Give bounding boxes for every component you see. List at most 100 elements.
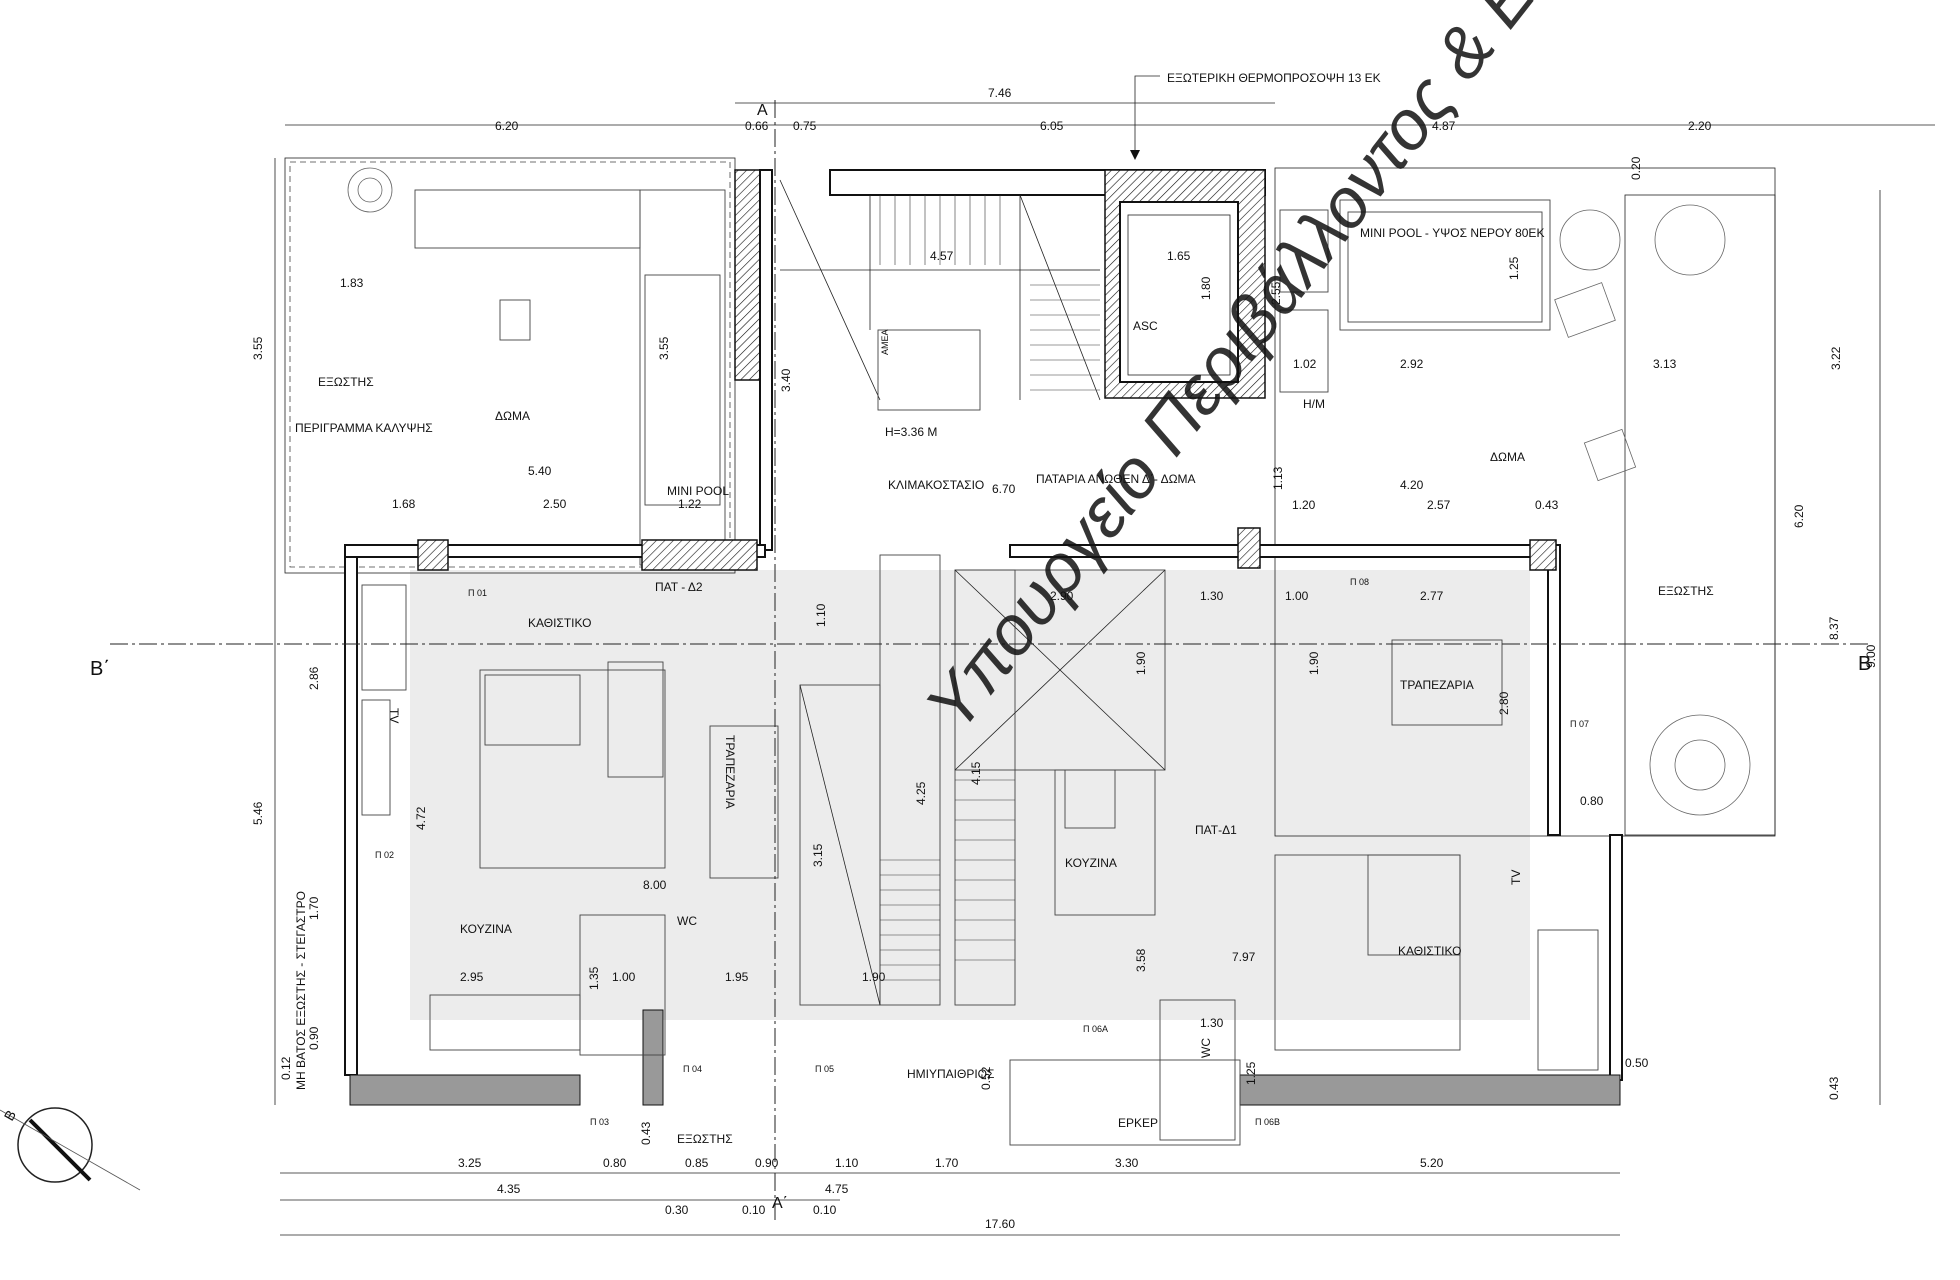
- dim-050: 0.50: [1625, 1056, 1649, 1070]
- dim-746: 7.46: [988, 86, 1012, 100]
- room-exostis-right: ΕΞΩΣΤΗΣ: [1658, 584, 1714, 598]
- note-arrow: [1130, 150, 1140, 160]
- room-tv-right: TV: [1509, 870, 1523, 885]
- room-kathistiko-right: ΚΑΘΙΣΤΙΚΟ: [1398, 944, 1461, 958]
- note-top: ΕΞΩΤΕΡΙΚΗ ΘΕΡΜΟΠΡΟΣΟΨΗ 13 ΕΚ: [1167, 71, 1381, 85]
- room-erker: ΕΡΚΕΡ: [1118, 1116, 1158, 1130]
- bdim-085: 0.85: [685, 1156, 709, 1170]
- stairs-left-edge: [361, 584, 407, 691]
- dim-180: 1.80: [1199, 276, 1213, 300]
- bdim-170: 1.70: [935, 1156, 959, 1170]
- dim-135: 1.35: [587, 966, 601, 990]
- north-label: B: [1, 1107, 20, 1123]
- erker: [1009, 1059, 1241, 1146]
- dim-190a: 1.90: [1134, 651, 1148, 675]
- coffee-table-left: [484, 674, 581, 746]
- tag-p04: Π 04: [683, 1064, 702, 1074]
- wall-stair-left: [759, 169, 773, 551]
- column-1: [734, 169, 764, 381]
- dim-255: 2.55: [1269, 281, 1283, 305]
- dim-170: 1.70: [307, 896, 321, 920]
- dim-100b: 1.00: [612, 970, 636, 984]
- dim-800: 8.00: [643, 878, 667, 892]
- wc-right: [1159, 999, 1236, 1141]
- section-b-prime: B΄: [90, 658, 110, 680]
- sofa-left: [479, 669, 666, 869]
- bdim-030: 0.30: [665, 1203, 689, 1217]
- room-klimakostasio: ΚΛΙΜΑΚΟΣΤΑΣΙΟ: [888, 478, 984, 492]
- dining-table-right: [1391, 639, 1503, 726]
- room-exostis-bottom: ΕΞΩΣΤΗΣ: [677, 1132, 733, 1146]
- bdim-010b: 0.10: [813, 1203, 837, 1217]
- tag-p07: Π 07: [1570, 719, 1589, 729]
- plant-icons: [347, 167, 1751, 816]
- dim-797: 7.97: [1232, 950, 1256, 964]
- dim-190b: 1.90: [1307, 651, 1321, 675]
- room-imiypaithrios: ΗΜΙΥΠΑΙΘΡΙΟΣ: [907, 1067, 994, 1081]
- room-doma-right: ΔΩΜΑ: [1490, 450, 1525, 464]
- terrace-left-border: [284, 157, 736, 574]
- dim-102: 1.02: [1293, 357, 1317, 371]
- elevator-car: [1119, 201, 1239, 383]
- room-perigramma: ΠΕΡΙΓΡΑΜΜΑ ΚΑΛΥΨΗΣ: [295, 421, 433, 435]
- dim-620: 6.20: [495, 119, 519, 133]
- dim-020: 0.20: [1629, 156, 1643, 180]
- dim-900: 9.00: [1864, 644, 1878, 668]
- note-leader: [1134, 75, 1160, 150]
- section-a-prime: A΄: [772, 1195, 788, 1212]
- dim-125: 1.25: [1507, 256, 1521, 280]
- tv-unit-left: [361, 699, 391, 816]
- dim-286: 2.86: [307, 666, 321, 690]
- dim-130: 1.30: [1200, 589, 1224, 603]
- dim-313: 3.13: [1653, 357, 1677, 371]
- bdim-090: 0.90: [755, 1156, 779, 1170]
- wall-left-ext: [344, 544, 358, 1076]
- dim-113: 1.13: [1271, 466, 1285, 490]
- room-mini-pool-right: MINI POOL - ΥΨΟΣ ΝΕΡΟΥ 80ΕΚ: [1360, 226, 1544, 240]
- dim-100: 1.00: [1285, 589, 1309, 603]
- dim-322: 3.22: [1829, 346, 1843, 370]
- mini-pool-right: [1339, 199, 1551, 331]
- tag-p06a: Π 06A: [1083, 1024, 1108, 1034]
- dim-487: 4.87: [1432, 119, 1456, 133]
- dim-280: 2.80: [1497, 691, 1511, 715]
- tag-p02: Π 02: [375, 850, 394, 860]
- dim-190c: 1.90: [862, 970, 886, 984]
- bdim-475: 4.75: [825, 1182, 849, 1196]
- terrace-right-furniture: [1279, 209, 1329, 293]
- apartment-left-floor: [410, 570, 1020, 1020]
- room-doma-left: ΔΩΜΑ: [495, 409, 530, 423]
- dim-168: 1.68: [392, 497, 416, 511]
- tag-p01: Π 01: [468, 588, 487, 598]
- dim-125b: 1.25: [1244, 1061, 1258, 1085]
- top-dimension-lines: [274, 102, 1935, 1236]
- column-bottom: [642, 1009, 664, 1106]
- sofa-left-back: [607, 661, 664, 778]
- sun-loungers: [414, 189, 641, 249]
- dim-130b: 1.30: [1200, 1016, 1224, 1030]
- room-wc-right: WC: [1199, 1038, 1213, 1058]
- room-kouzina-left: ΚΟΥΖΙΝΑ: [460, 922, 512, 936]
- room-trapezaria-left: ΤΡΑΠΕΖΑΡΙΑ: [723, 735, 737, 809]
- bdim-1760: 17.60: [985, 1217, 1015, 1231]
- slab-bottom-right: [1239, 1074, 1621, 1106]
- tag-p08: Π 08: [1350, 577, 1369, 587]
- room-pat-d2: ΠΑΤ - Δ2: [655, 580, 703, 594]
- dim-540: 5.40: [528, 464, 552, 478]
- room-pataria: ΠΑΤΑΡΙΑ ΑΝΩΘΕΝ Δ΄- ΔΩΜΑ: [1036, 472, 1196, 486]
- dim-546: 5.46: [251, 801, 265, 825]
- dim-066: 0.66: [745, 119, 769, 133]
- bdim-435: 4.35: [497, 1182, 521, 1196]
- dim-457: 4.57: [930, 249, 954, 263]
- dim-043b: 0.43: [639, 1121, 653, 1145]
- bdim-080: 0.80: [603, 1156, 627, 1170]
- dim-110: 1.10: [814, 603, 828, 627]
- room-tv-left: TV: [387, 708, 401, 723]
- section-a: A: [757, 102, 768, 119]
- dim-250: 2.50: [543, 497, 567, 511]
- dim-080r: 0.80: [1580, 794, 1604, 808]
- wall-right-lower: [1609, 834, 1623, 1081]
- bdim-325: 3.25: [458, 1156, 482, 1170]
- room-kouzina-right: ΚΟΥΖΙΝΑ: [1065, 856, 1117, 870]
